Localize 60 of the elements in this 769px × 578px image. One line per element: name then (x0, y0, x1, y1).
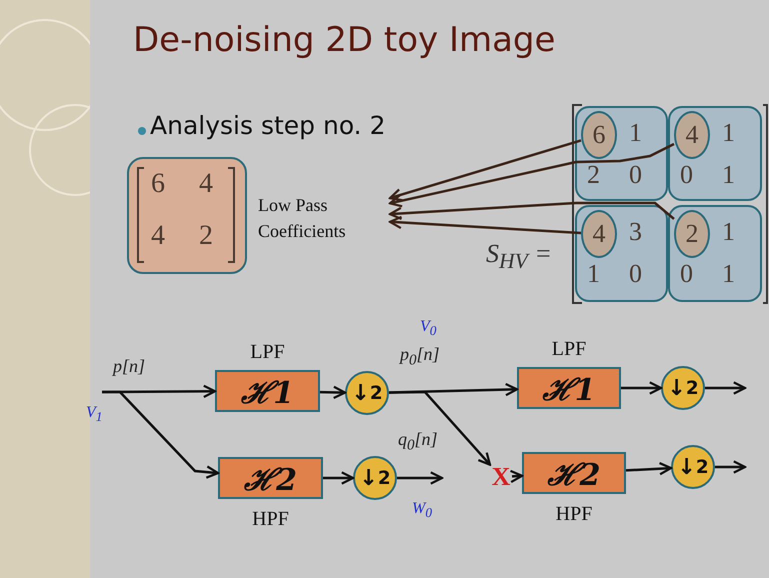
slide-title: De-noising 2D toy Image (133, 20, 556, 60)
bullet-text: Analysis step no. 2 (150, 112, 386, 140)
matrix-block (575, 106, 668, 201)
cross-mark: X (490, 462, 512, 492)
matrix-block (668, 205, 762, 302)
matrix-entry: 1 (722, 160, 735, 190)
signal-label: q$_{0}$[n] (398, 430, 438, 454)
matrix-entry: 2 (199, 221, 213, 251)
matrix-entry: 4 (151, 221, 165, 251)
space-label: W$_{0}$ (412, 500, 432, 521)
filter-box: ℋ2 (218, 457, 323, 499)
arrow (397, 471, 444, 485)
highlight-ellipse: 4 (674, 111, 710, 159)
matrix-entry: 0 (680, 160, 693, 190)
arrow (102, 384, 216, 398)
filter-box: ℋ1 (215, 370, 320, 412)
matrix-entry: 0 (629, 160, 642, 190)
matrix-block (668, 106, 762, 201)
arrow (388, 202, 675, 220)
matrix-entry: 6 (151, 169, 165, 199)
matrix-entry: 4 (199, 169, 213, 199)
matrix-entry: 3 (629, 217, 642, 247)
arrow (705, 381, 746, 395)
highlight-ellipse: 4 (581, 210, 617, 258)
highlight-ellipse: 6 (581, 111, 617, 159)
arrow (388, 382, 518, 396)
caption-text: Low Pass Coefficients (258, 190, 390, 246)
arrow (715, 460, 746, 474)
matrix-entry: 1 (722, 259, 735, 289)
arrow (509, 470, 524, 484)
matrix-entry: 0 (680, 259, 693, 289)
arrow (102, 390, 220, 479)
signal-label: p$_{0}$[n] (400, 345, 440, 370)
filter-type-label: LPF (550, 337, 588, 361)
arrow (388, 216, 582, 234)
matrix-entry: 1 (722, 118, 735, 148)
highlight-ellipse: 2 (674, 210, 710, 258)
arrow (388, 142, 675, 208)
arrow (388, 390, 492, 466)
filter-box: ℋ1 (517, 367, 621, 409)
matrix-block (575, 205, 668, 302)
matrix-entry: 1 (722, 217, 735, 247)
space-label: V$_{0}$ (420, 318, 436, 339)
filter-type-label: LPF (249, 340, 286, 364)
matrix-name: S$_{HV}$ = (486, 240, 552, 274)
matrix-entry: 1 (587, 259, 600, 289)
arrow (621, 381, 662, 395)
space-label: V$_{1}$ (86, 404, 102, 425)
matrix-entry: 1 (629, 118, 642, 148)
arrow (388, 139, 582, 202)
filter-box: ℋ2 (522, 452, 626, 494)
arrow (323, 471, 354, 485)
filter-type-label: HPF (554, 502, 594, 526)
filter-type-label: HPF (251, 507, 290, 531)
arrow (320, 386, 346, 400)
matrix-entry: 0 (629, 259, 642, 289)
arrow (626, 462, 672, 476)
matrix-box (127, 157, 247, 274)
matrix-entry: 2 (587, 160, 600, 190)
signal-label: p[n] (113, 357, 146, 377)
